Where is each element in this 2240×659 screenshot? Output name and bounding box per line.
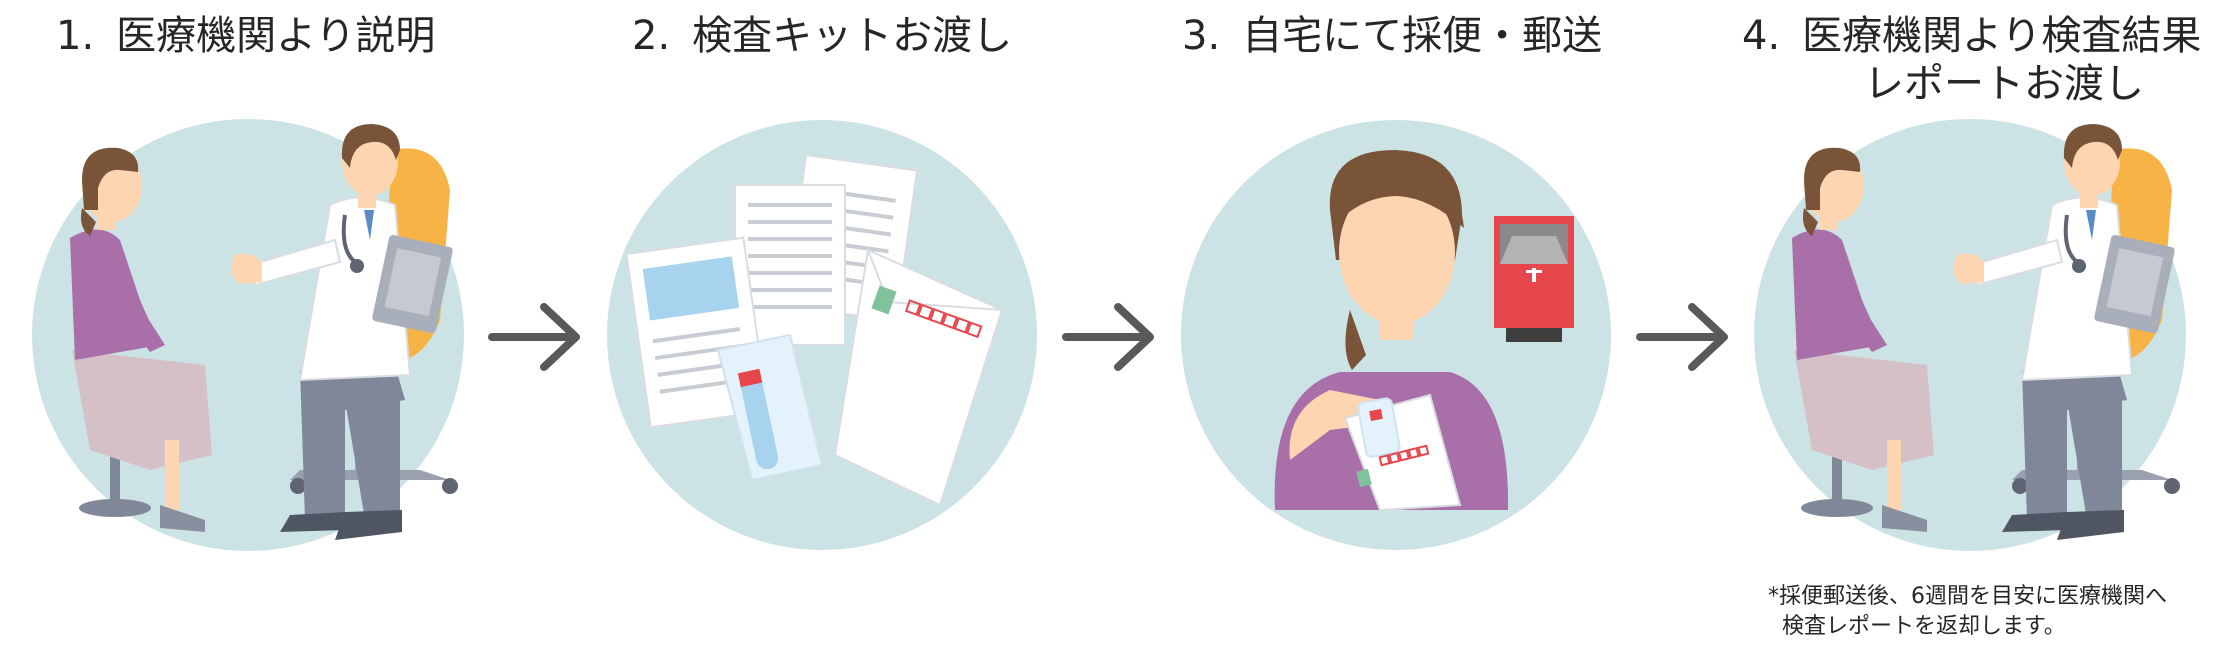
home-sampling-illustration	[1181, 120, 1611, 550]
step-4-number: 4.	[1742, 13, 1781, 59]
arrow-right-icon	[492, 307, 576, 367]
footnote: *採便郵送後、6週間を目安に医療機関へ 検査レポートを返却します。	[1768, 582, 2167, 643]
arrow-right-icon	[1066, 307, 1150, 367]
step-3-title: 3. 自宅にて採便・郵送	[1182, 12, 1602, 60]
report-handover-illustration	[1752, 117, 2188, 553]
step-3-number: 3.	[1182, 13, 1221, 59]
step-4-title: 4. 医療機関より検査結果 レポートお渡し	[1742, 12, 2201, 108]
step-4-label-line2: レポートお渡し	[1864, 61, 2144, 107]
footnote-line-1: *採便郵送後、6週間を目安に医療機関へ	[1768, 584, 2167, 609]
step-2-title: 2. 検査キットお渡し	[632, 12, 1012, 60]
step-1-title: 1. 医療機関より説明	[56, 12, 435, 60]
consultation-illustration	[30, 117, 466, 553]
arrow-right-icon	[1640, 307, 1724, 367]
step-3-label: 自宅にて採便・郵送	[1242, 13, 1603, 59]
step-1-number: 1.	[56, 13, 95, 59]
step-2-label: 検査キットお渡し	[692, 13, 1013, 59]
step-2-number: 2.	[632, 13, 671, 59]
step-1-label: 医療機関より説明	[116, 13, 436, 59]
footnote-line-2: 検査レポートを返却します。	[1782, 614, 2066, 640]
step-4-label: 医療機関より検査結果	[1802, 13, 2202, 59]
test-kit-illustration	[607, 120, 1037, 550]
